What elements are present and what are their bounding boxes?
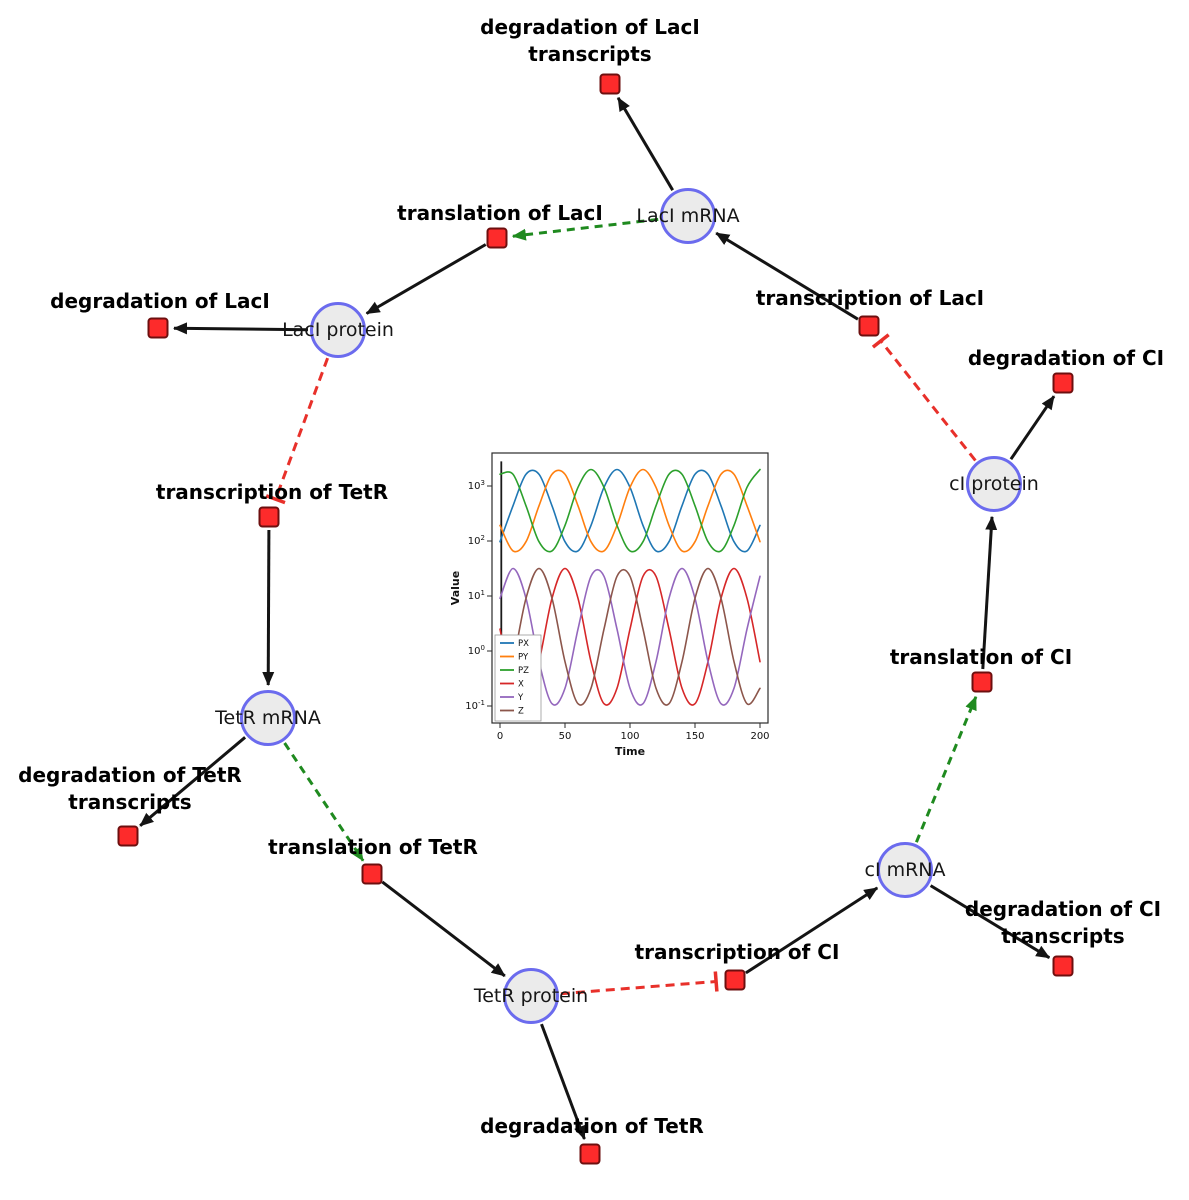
species-node-laci_mrna[interactable] [660,188,716,244]
edge-tetr_mrna-translation_tetr-modifier [283,742,365,862]
legend-label-PX: PX [518,639,529,649]
y-tick-label: 102 [468,534,485,547]
series-Z [499,567,761,706]
legend-label-X: X [518,680,524,690]
y-tick-label: 10-1 [465,699,485,712]
edge-translation_ci-ci_protein-production [981,515,998,670]
edge-ci_protein-deg_ci-consumption [1009,395,1056,461]
x-tick-label: 0 [497,731,503,742]
reaction-node-transcription_laci[interactable] [858,315,880,337]
x-tick-label: 150 [685,731,704,742]
y-tick-label: 101 [468,589,485,602]
legend-box [494,634,542,722]
reaction-node-translation_laci[interactable] [486,227,508,249]
y-tick-label: 100 [468,644,485,657]
species-node-tetr_mrna[interactable] [240,690,296,746]
reaction-node-deg_tetr_tx[interactable] [117,825,139,847]
species-node-laci_protein[interactable] [310,302,366,358]
edge-laci_protein-deg_laci-consumption [173,322,309,335]
reaction-node-transcription_tetr[interactable] [258,506,280,528]
reaction-node-transcription_ci[interactable] [724,969,746,991]
series-PX [499,468,761,553]
edge-tetr_protein-transcription_ci-inhibition [560,971,719,996]
reaction-node-deg_ci_tx[interactable] [1052,955,1074,977]
series-X [499,567,761,706]
reaction-node-translation_ci[interactable] [971,671,993,693]
x-tick-label: 200 [750,731,769,742]
edge-laci_mrna-translation_laci-modifier [511,217,659,241]
reaction-node-deg_laci[interactable] [147,317,169,339]
species-node-ci_mrna[interactable] [877,842,933,898]
legend-label-PY: PY [518,653,529,663]
edge-ci_protein-transcription_laci-inhibition [871,333,977,462]
series-Y [499,567,761,706]
edge-translation_laci-laci_protein-production [365,243,487,315]
edge-tetr_protein-deg_tetr-consumption [540,1023,586,1140]
edge-tetr_mrna-deg_tetr_tx-consumption [139,736,247,827]
x-axis-label: Time [615,745,645,758]
legend-label-PZ: PZ [518,666,529,676]
series-PZ [499,468,761,553]
legend-label-Z: Z [518,707,524,717]
reaction-node-deg_tetr[interactable] [579,1143,601,1165]
edge-ci_mrna-translation_ci-modifier [915,695,978,843]
species-node-tetr_protein[interactable] [503,968,559,1024]
edge-transcription_tetr-tetr_mrna-production [262,529,275,686]
series-PY [499,468,761,553]
reaction-node-translation_tetr[interactable] [361,863,383,885]
y-tick-label: 103 [468,479,485,492]
species-node-ci_protein[interactable] [966,456,1022,512]
x-tick-label: 100 [620,731,639,742]
reaction-node-deg_laci_tx[interactable] [599,73,621,95]
edge-transcription_ci-ci_mrna-production [745,886,879,975]
edge-transcription_laci-laci_mrna-production [715,231,859,321]
y-axis-label: Value [449,571,462,605]
edge-translation_tetr-tetr_protein-production [381,880,506,978]
edge-laci_mrna-deg_laci_tx-consumption [616,96,674,191]
reaction-node-deg_ci[interactable] [1052,372,1074,394]
edge-ci_mrna-deg_ci_tx-consumption [929,884,1051,959]
legend-label-Y: Y [517,693,524,703]
x-tick-label: 50 [559,731,572,742]
edge-laci_protein-transcription_tetr-inhibition [265,357,330,505]
